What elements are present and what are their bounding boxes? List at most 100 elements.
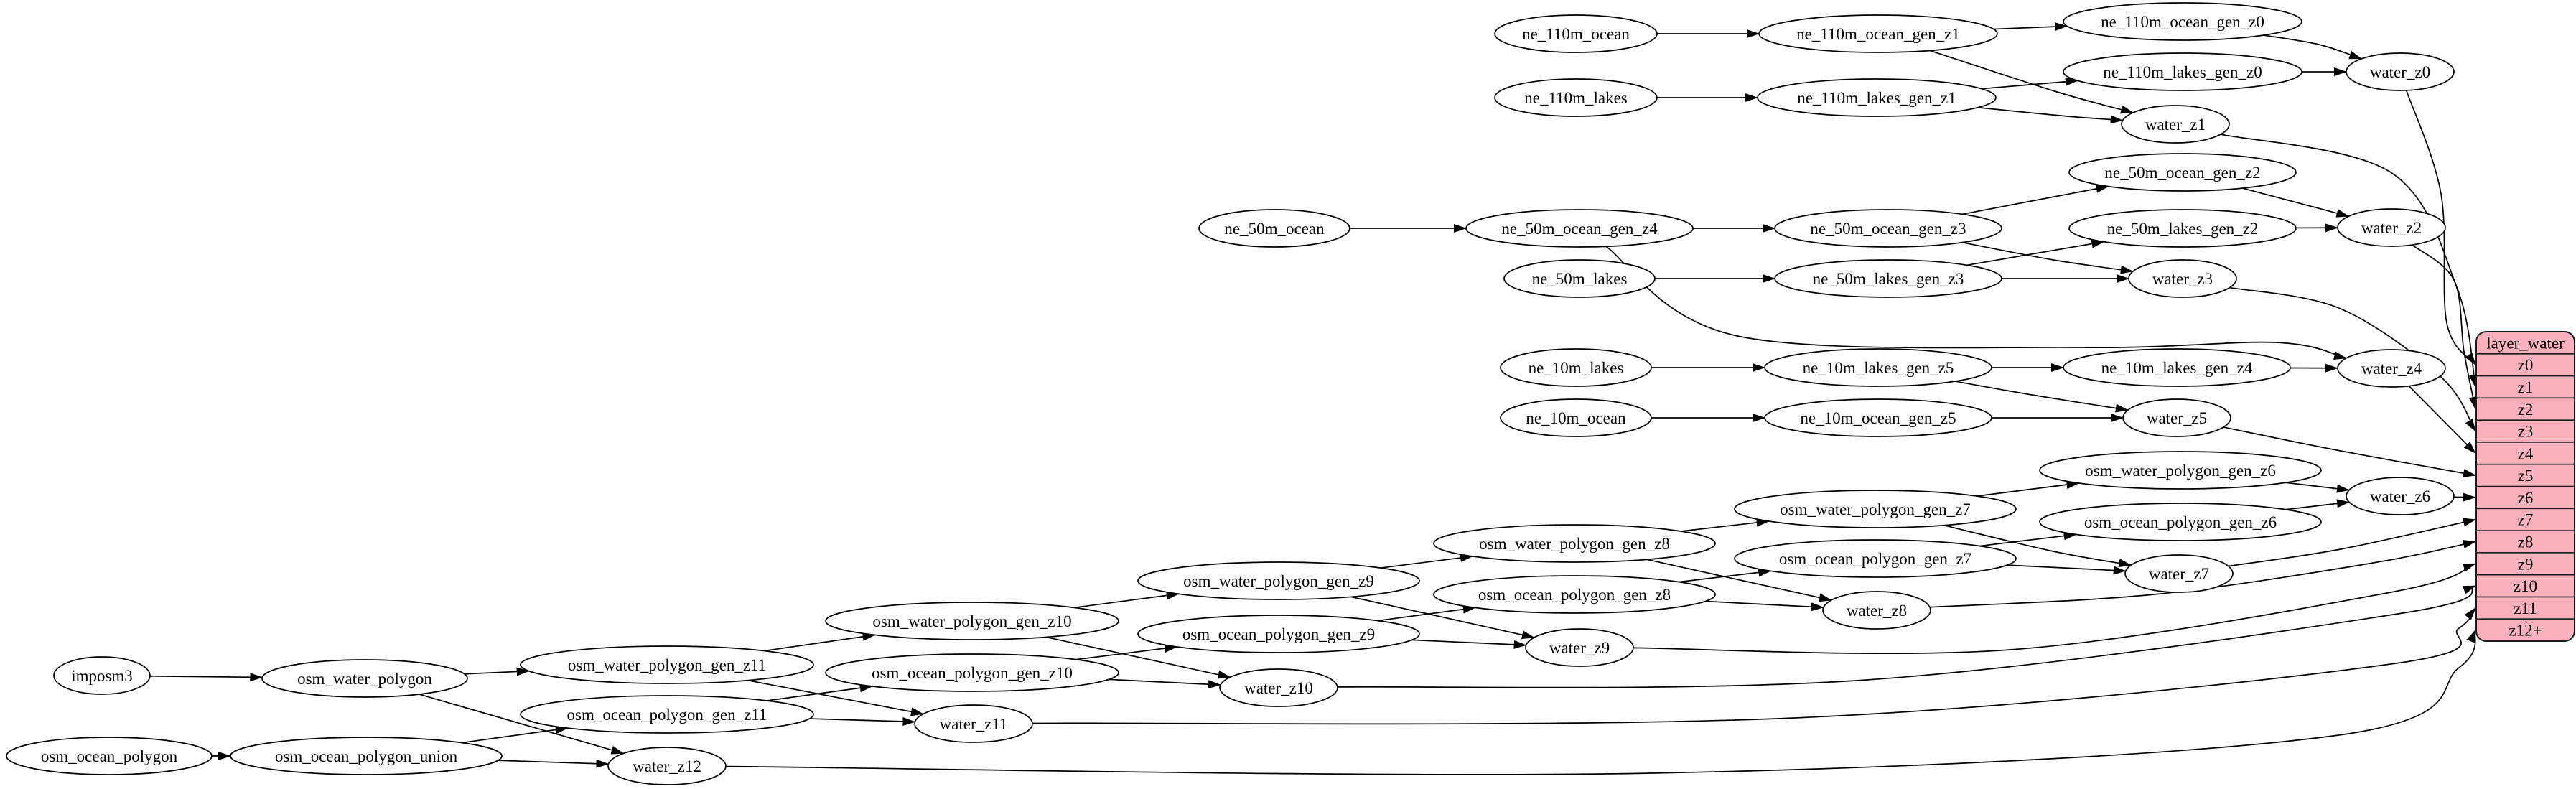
- node-ellipse: [1503, 259, 1656, 298]
- record-row-z0: z0: [2518, 356, 2534, 374]
- node-ellipse: [1500, 348, 1652, 387]
- record-row-z1: z1: [2518, 378, 2534, 396]
- node-ne_110m_lakes_gen_z1: ne_110m_lakes_gen_z1: [1757, 78, 1997, 117]
- node-label: water_z0: [2370, 63, 2430, 81]
- node-osm_water_polygon_gen_z6: osm_water_polygon_gen_z6: [2039, 451, 2322, 490]
- edge-ne_50m_lakes_gen_z3--ne_50m_lakes_gen_z2: [1966, 239, 2105, 266]
- node-water_z7: water_z7: [2124, 554, 2234, 593]
- node-label: osm_ocean_polygon_gen_z6: [2084, 513, 2277, 531]
- node-ellipse: [825, 653, 1119, 692]
- node-label: osm_ocean_polygon_gen_z10: [872, 664, 1073, 682]
- node-ellipse: [1198, 209, 1350, 248]
- edges-layer: [149, 22, 2478, 775]
- node-ne_110m_lakes: ne_110m_lakes: [1494, 78, 1658, 117]
- node-ellipse: [2063, 52, 2302, 91]
- edge-water_z10--layer_water-z10: [1337, 585, 2476, 688]
- node-label: ne_50m_ocean: [1224, 220, 1325, 238]
- node-label: water_z4: [2361, 360, 2422, 378]
- node-water_z2: water_z2: [2337, 208, 2446, 247]
- node-label: osm_ocean_polygon_gen_z11: [567, 706, 767, 724]
- node-water_z11: water_z11: [914, 704, 1033, 743]
- record-row-z8: z8: [2518, 533, 2534, 551]
- node-label: water_z6: [2370, 487, 2430, 505]
- node-ne_110m_ocean_gen_z0: ne_110m_ocean_gen_z0: [2063, 2, 2302, 41]
- node-osm_water_polygon_gen_z11: osm_water_polygon_gen_z11: [520, 645, 814, 684]
- node-ne_10m_ocean_gen_z5: ne_10m_ocean_gen_z5: [1764, 398, 1992, 437]
- node-ellipse: [2063, 2, 2302, 41]
- edge-ne_50m_ocean_gen_z3--ne_50m_ocean_gen_z2: [1962, 184, 2109, 215]
- node-label: water_z10: [1244, 679, 1313, 697]
- node-label: water_z8: [1847, 602, 1907, 620]
- node-label: water_z1: [2145, 116, 2206, 134]
- edge-water_z5--layer_water-z5: [2223, 426, 2476, 477]
- node-label: water_z7: [2149, 565, 2209, 583]
- node-label: osm_water_polygon_gen_z7: [1780, 500, 1971, 518]
- node-water_z4: water_z4: [2337, 349, 2446, 388]
- edge-osm_water_polygon_gen_z7--osm_water_polygon_gen_z6: [1977, 480, 2080, 497]
- edge-water_z4--layer_water-z4: [2408, 385, 2476, 454]
- node-label: osm_ocean_polygon: [41, 747, 178, 765]
- edge-ne_10m_lakes_gen_z5--water_z5: [1955, 381, 2129, 413]
- node-osm_ocean_polygon_gen_z7: osm_ocean_polygon_gen_z7: [1734, 539, 2017, 578]
- edge-osm_ocean_polygon_gen_z9--water_z9: [1411, 639, 1527, 649]
- node-ne_10m_ocean: ne_10m_ocean: [1500, 398, 1652, 437]
- node-label: osm_water_polygon_gen_z10: [872, 612, 1071, 630]
- edge-ne_110m_lakes_gen_z1--water_z1: [1977, 106, 2124, 124]
- node-ne_50m_ocean_gen_z3: ne_50m_ocean_gen_z3: [1774, 209, 2002, 248]
- node-label: ne_110m_ocean_gen_z1: [1796, 25, 1960, 43]
- edge-osm_water_polygon--osm_water_polygon_gen_z11: [464, 667, 530, 676]
- node-ellipse: [1494, 14, 1658, 53]
- record-row-z7: z7: [2518, 511, 2534, 529]
- node-label: osm_water_polygon: [297, 670, 432, 688]
- node-label: osm_ocean_polygon_gen_z8: [1478, 586, 1671, 604]
- node-ellipse: [1433, 524, 1716, 563]
- record-row-z9: z9: [2518, 555, 2534, 573]
- edge-water_z11--layer_water-z11: [1032, 607, 2476, 725]
- node-label: osm_ocean_polygon_union: [275, 747, 458, 765]
- node-osm_water_polygon_gen_z8: osm_water_polygon_gen_z8: [1433, 524, 1716, 563]
- node-water_z9: water_z9: [1525, 628, 1634, 667]
- node-ellipse: [6, 737, 213, 775]
- edge-osm_water_polygon_gen_z10--osm_water_polygon_gen_z9: [1074, 591, 1180, 609]
- edge-osm_water_polygon_gen_z9--water_z9: [1350, 596, 1535, 640]
- edge-osm_ocean_polygon_gen_z10--water_z10: [1109, 678, 1221, 689]
- edge-osm_water_polygon--water_z12: [419, 694, 625, 755]
- node-ne_50m_ocean_gen_z4: ne_50m_ocean_gen_z4: [1465, 209, 1694, 248]
- edge-water_z9--layer_water-z9: [1633, 563, 2476, 655]
- node-label: ne_50m_ocean_gen_z3: [1810, 220, 1966, 238]
- node-label: osm_water_polygon_gen_z9: [1183, 572, 1374, 590]
- node-ne_50m_lakes_gen_z3: ne_50m_lakes_gen_z3: [1774, 259, 2002, 298]
- node-label: osm_water_polygon_gen_z11: [568, 656, 766, 674]
- node-water_z3: water_z3: [2128, 259, 2237, 298]
- record-row-z10: z10: [2514, 577, 2537, 595]
- edge-water_z12--layer_water-z12+: [725, 629, 2476, 775]
- node-label: imposm3: [71, 667, 133, 685]
- node-osm_water_polygon_gen_z10: osm_water_polygon_gen_z10: [825, 602, 1119, 640]
- node-label: ne_50m_ocean_gen_z2: [2104, 164, 2260, 182]
- node-osm_ocean_polygon_gen_z10: osm_ocean_polygon_gen_z10: [825, 653, 1119, 692]
- record-row-z4: z4: [2518, 444, 2534, 462]
- node-label: ne_110m_lakes_gen_z0: [2103, 63, 2262, 81]
- node-ellipse: [1764, 348, 1992, 387]
- node-water_z6: water_z6: [2346, 477, 2455, 515]
- node-ellipse: [2337, 208, 2446, 247]
- edge-osm_water_polygon_gen_z11--osm_water_polygon_gen_z10: [764, 632, 876, 652]
- edge-osm_water_polygon_gen_z11--water_z11: [747, 679, 924, 716]
- edge-water_z7--layer_water-z7: [2228, 518, 2476, 567]
- node-label: ne_10m_ocean_gen_z5: [1800, 409, 1956, 427]
- edge-ne_110m_lakes_gen_z1--ne_110m_lakes_gen_z0: [1982, 77, 2078, 90]
- node-label: ne_110m_ocean_gen_z0: [2101, 13, 2264, 31]
- edge-osm_ocean_polygon_gen_z7--osm_ocean_polygon_gen_z6: [1979, 531, 2077, 547]
- node-water_z8: water_z8: [1822, 591, 1931, 630]
- edge-ne_110m_ocean_gen_z0--water_z0: [2263, 34, 2363, 60]
- node-ellipse: [230, 737, 503, 775]
- node-ne_110m_ocean_gen_z1: ne_110m_ocean_gen_z1: [1758, 14, 1998, 53]
- edge-ne_50m_ocean_gen_z4--water_z4: [1605, 246, 2347, 360]
- node-ellipse: [2122, 398, 2231, 437]
- node-label: water_z9: [1549, 639, 1610, 657]
- record-title: layer_water: [2486, 334, 2565, 352]
- node-ellipse: [1465, 209, 1694, 248]
- node-label: water_z12: [633, 757, 701, 775]
- edge-water_z1--layer_water-z1: [2220, 134, 2478, 388]
